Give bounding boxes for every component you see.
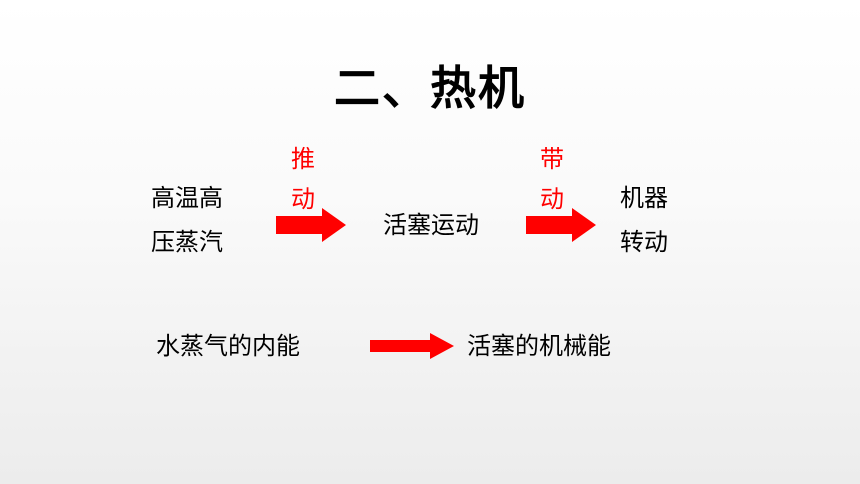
- slide-title: 二、热机: [334, 61, 526, 115]
- step3-line1: 机器: [620, 184, 668, 212]
- arrow2-label-bottom: 动: [540, 185, 564, 213]
- energy-to: 活塞的机械能: [467, 332, 611, 360]
- right-arrow-icon: [370, 333, 454, 359]
- step3-line2: 转动: [620, 228, 668, 256]
- right-arrow-icon: [276, 208, 346, 242]
- arrow2-label-top: 带: [540, 145, 564, 173]
- step1-line1: 高温高: [151, 184, 223, 212]
- right-arrow-icon: [526, 208, 596, 242]
- step2-text: 活塞运动: [383, 211, 479, 239]
- arrow1-label-top: 推: [291, 145, 315, 173]
- step1-line2: 压蒸汽: [151, 228, 223, 256]
- arrow1-label-bottom: 动: [291, 185, 315, 213]
- energy-from: 水蒸气的内能: [156, 332, 300, 360]
